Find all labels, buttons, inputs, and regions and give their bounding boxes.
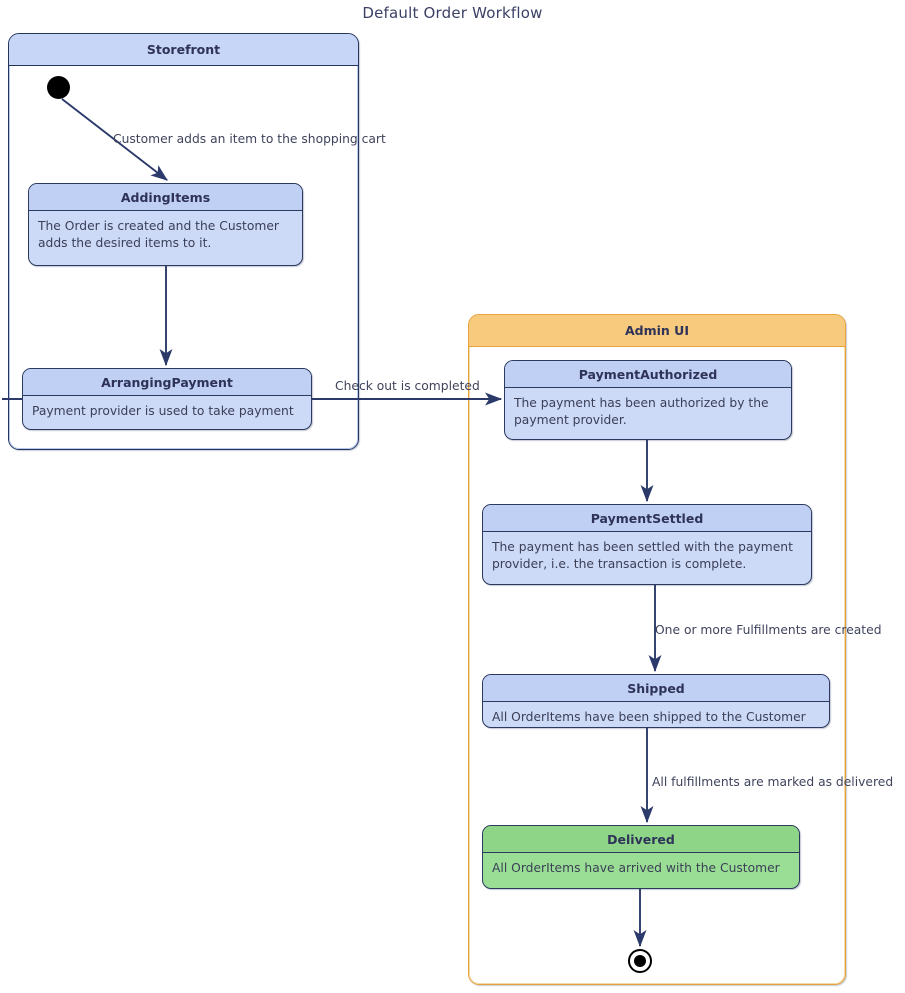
transition-label-fulfillments: One or more Fulfillments are created (655, 623, 882, 637)
state-paymentsettled-name: PaymentSettled (483, 505, 811, 532)
diagram-title: Default Order Workflow (362, 4, 543, 22)
state-shipped-name: Shipped (483, 675, 829, 702)
state-paymentauthorized-description: The payment has been authorized by the p… (514, 396, 769, 427)
state-addingitems-name: AddingItems (29, 184, 302, 211)
state-addingitems[interactable]: AddingItems The Order is created and the… (28, 183, 303, 266)
state-delivered-description: All OrderItems have arrived with the Cus… (492, 861, 780, 875)
transition-label-delivered: All fulfillments are marked as delivered (652, 775, 894, 789)
state-paymentauthorized-name: PaymentAuthorized (505, 361, 791, 388)
state-delivered[interactable]: Delivered All OrderItems have arrived wi… (482, 825, 800, 889)
initial-state-node[interactable] (47, 76, 70, 99)
state-delivered-name: Delivered (483, 826, 799, 853)
composite-state-admin-ui-label: Admin UI (469, 315, 845, 347)
transition-label-checkout: Check out is completed (335, 379, 480, 393)
state-paymentauthorized[interactable]: PaymentAuthorized The payment has been a… (504, 360, 792, 440)
state-paymentsettled[interactable]: PaymentSettled The payment has been sett… (482, 504, 812, 585)
composite-state-storefront-label: Storefront (9, 34, 358, 66)
state-arrangingpayment-description: Payment provider is used to take payment (32, 404, 294, 418)
state-addingitems-description: The Order is created and the Customer ad… (38, 219, 279, 250)
transition-label-add-to-cart: Customer adds an item to the shopping ca… (113, 132, 386, 146)
state-shipped[interactable]: Shipped All OrderItems have been shipped… (482, 674, 830, 728)
state-shipped-description: All OrderItems have been shipped to the … (492, 710, 806, 724)
state-arrangingpayment-name: ArrangingPayment (23, 369, 311, 396)
state-arrangingpayment[interactable]: ArrangingPayment Payment provider is use… (22, 368, 312, 430)
state-paymentsettled-description: The payment has been settled with the pa… (492, 540, 793, 571)
final-state-node[interactable] (628, 949, 652, 973)
